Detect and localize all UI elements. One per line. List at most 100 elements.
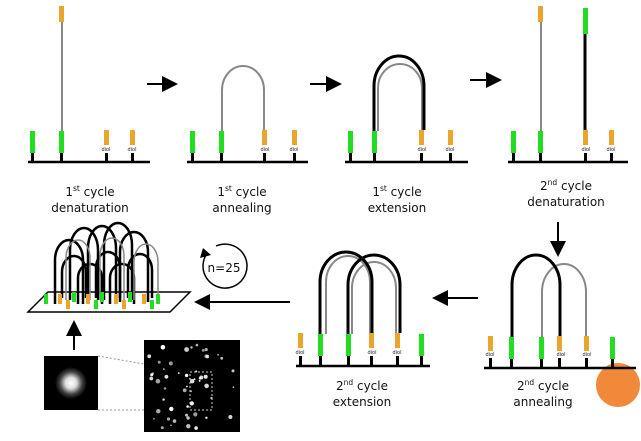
cluster-dot [184,373,189,378]
flow-cell-clusters [147,343,235,430]
green-primer [509,337,514,359]
cluster-dot [169,406,174,412]
orange-primer [395,333,400,348]
green-primer [348,131,353,153]
green-primer [318,334,323,356]
diol-label: diol [392,350,401,356]
orange-primer [298,333,303,348]
cluster-dot [147,354,152,359]
diol-label: diol [445,147,454,153]
template-strand-bridge [351,261,397,334]
diol-label: diol [260,147,269,153]
cluster-dot [193,378,196,381]
orange-primer [104,130,109,145]
orange-primer [369,333,374,348]
orange-primer [538,6,543,22]
orange-primer [59,6,64,22]
new-strand-bridge [318,250,374,334]
cluster-dot [155,378,161,384]
diol-label: diol [367,350,376,356]
cluster-dot [190,379,195,384]
step-action-5: annealing [513,395,572,409]
green-primer [59,131,64,153]
orange-primer [419,130,424,145]
panel-2nd-cycle-denaturation: diol diol [508,6,628,164]
cluster-dot [190,390,193,393]
step-label-6: 2nd cycle [336,378,388,393]
template-strand-bridge [221,65,265,131]
green-primer [539,337,544,359]
orange-primer [583,130,588,145]
cluster-dot [186,424,191,429]
cluster-dot [228,415,233,419]
step-label-4: 2nd cycle [540,178,592,193]
flow-cell-image [144,340,240,432]
panel-2nd-cycle-extension: diol diol diol [295,250,430,368]
cluster-dot [163,387,167,390]
panel-cluster [26,221,192,313]
cluster-dot [170,424,172,427]
cycle-arrow-icon [202,243,248,289]
step-action-4: denaturation [527,195,605,209]
template-strand-bridge [541,263,587,337]
cluster-dot [163,368,165,370]
panel-2nd-cycle-annealing: diol diol diol [484,253,640,407]
cluster-dot [160,426,164,430]
green-primer [30,131,35,153]
step-label-5: 2nd cycle [517,378,569,393]
green-primer [346,334,351,356]
step-action-1: denaturation [51,201,129,215]
diol-label: diol [485,352,494,358]
cluster-dot [182,388,187,393]
cluster-dot [186,416,190,420]
diol-label: diol [582,352,591,358]
cluster-dot [193,412,198,417]
diol-label: diol [581,147,590,153]
cluster-dot [204,354,209,359]
cluster-dot [186,385,188,388]
cluster-dot [172,419,177,423]
cluster-dot [199,375,204,380]
panel-1st-cycle-denaturation: diol diol [28,6,150,164]
cluster-dot [157,360,161,364]
fluorescence-images [44,340,240,432]
new-strand-bridge [346,253,402,334]
green-primer [538,131,543,153]
step-action-6: extension [333,395,392,409]
cluster-dot [201,349,205,352]
step-label-2: 1st cycle [217,184,266,199]
cluster-dot [186,405,189,408]
zoom-region-box [189,371,213,411]
cluster-dot [184,347,190,352]
orange-primer [609,130,614,145]
orange-bead [596,363,640,407]
cluster-dot [217,353,220,356]
orange-primer [448,130,453,145]
cluster-dot [149,376,154,381]
orange-primer [557,336,562,351]
green-primer [583,8,588,34]
orange-primer [488,336,493,351]
cycle-count-label: n=25 [208,261,241,275]
cluster-dot [168,361,173,366]
cluster-dot [231,369,235,373]
diol-label: diol [556,352,565,358]
template-strand-bridge [377,63,423,131]
cluster-dot [205,416,208,419]
diol-label: diol [417,147,426,153]
cluster-dot [195,343,199,347]
cluster-dot [232,386,235,389]
cluster-dot [185,413,188,417]
cluster-dot [156,409,161,414]
cluster-dot [162,398,165,401]
diol-label: diol [101,147,110,153]
new-strand-bridge [372,54,426,131]
green-primer [219,131,224,153]
cluster-dot [161,345,164,348]
panel-1st-cycle-annealing: diol diol [187,65,308,164]
single-cluster-spot [55,367,87,399]
cluster-dot [194,426,198,430]
cycle-counter: n=25 [200,243,248,289]
cluster-dot [150,373,154,377]
new-strand-bridge [510,253,562,337]
